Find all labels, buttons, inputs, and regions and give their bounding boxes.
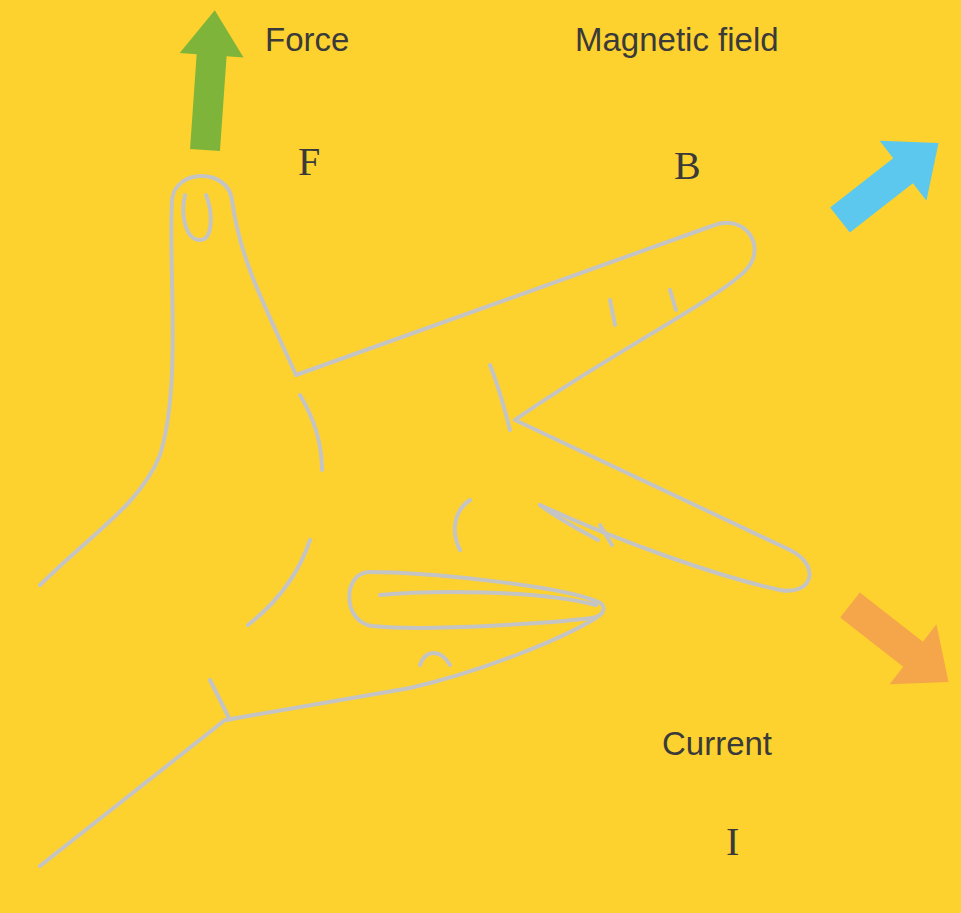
thumb-crease <box>300 395 322 470</box>
force-arrow <box>173 8 247 152</box>
field-symbol: B <box>674 144 701 188</box>
force-symbol: F <box>298 140 320 184</box>
finger-joint <box>455 500 470 550</box>
palm-bottom <box>40 618 596 866</box>
hand-outline <box>40 176 810 866</box>
curled-fingers <box>349 572 603 628</box>
index-knuckle <box>610 300 615 325</box>
hand-contour <box>40 176 810 591</box>
middle-crease <box>540 505 598 540</box>
index-base <box>490 365 510 430</box>
curled-finger-line <box>380 592 596 605</box>
current-label: Current <box>662 726 772 762</box>
field-label: Magnetic field <box>575 22 779 58</box>
middle-knuckle <box>600 525 612 545</box>
finger-joint <box>420 653 450 665</box>
palm-crease <box>248 540 310 625</box>
current-arrow <box>827 575 961 712</box>
current-symbol: I <box>726 820 739 864</box>
field-arrow <box>817 113 961 250</box>
force-label: Force <box>265 22 349 58</box>
wrist-crease <box>210 680 230 720</box>
thumb-nail <box>183 195 211 240</box>
index-knuckle <box>670 290 676 310</box>
